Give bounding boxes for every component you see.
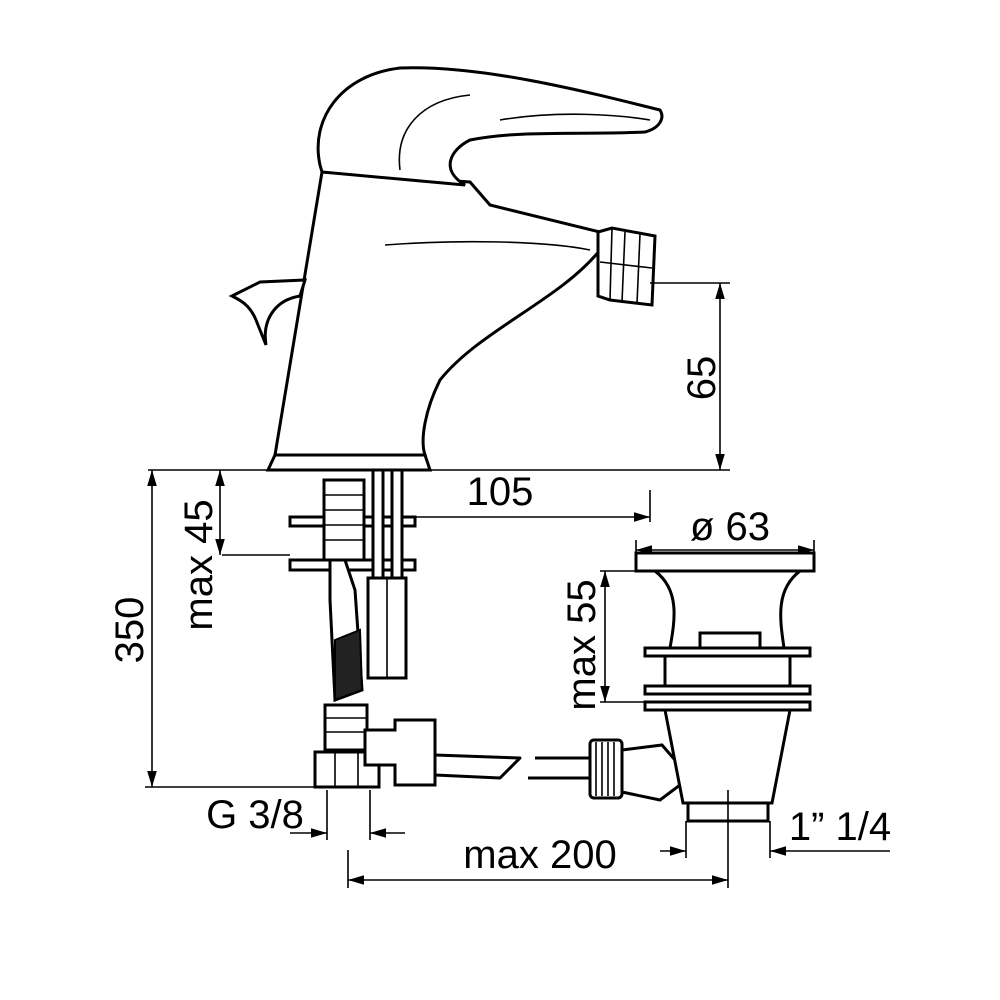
waste-valve — [588, 551, 816, 823]
aerator — [596, 226, 657, 307]
dim-rod-length: max 200 — [463, 833, 616, 877]
dim-deck-thickness: max 45 — [177, 499, 221, 630]
dim-hose-length: 350 — [108, 597, 152, 664]
dimension-lines — [145, 282, 890, 888]
dim-spout-reach: 105 — [467, 470, 534, 514]
dim-connection-thread: G 3/8 — [206, 793, 304, 837]
faucet-body — [228, 170, 602, 472]
pop-up-rod — [434, 753, 590, 780]
dim-waste-deck: max 55 — [560, 579, 604, 710]
dim-spout-height: 65 — [680, 356, 724, 401]
dim-waste-diameter: ø 63 — [690, 505, 770, 549]
dim-waste-thread: 1” 1/4 — [789, 805, 891, 849]
faucet-lever-handle — [316, 66, 664, 187]
mounting-assembly — [288, 468, 437, 789]
